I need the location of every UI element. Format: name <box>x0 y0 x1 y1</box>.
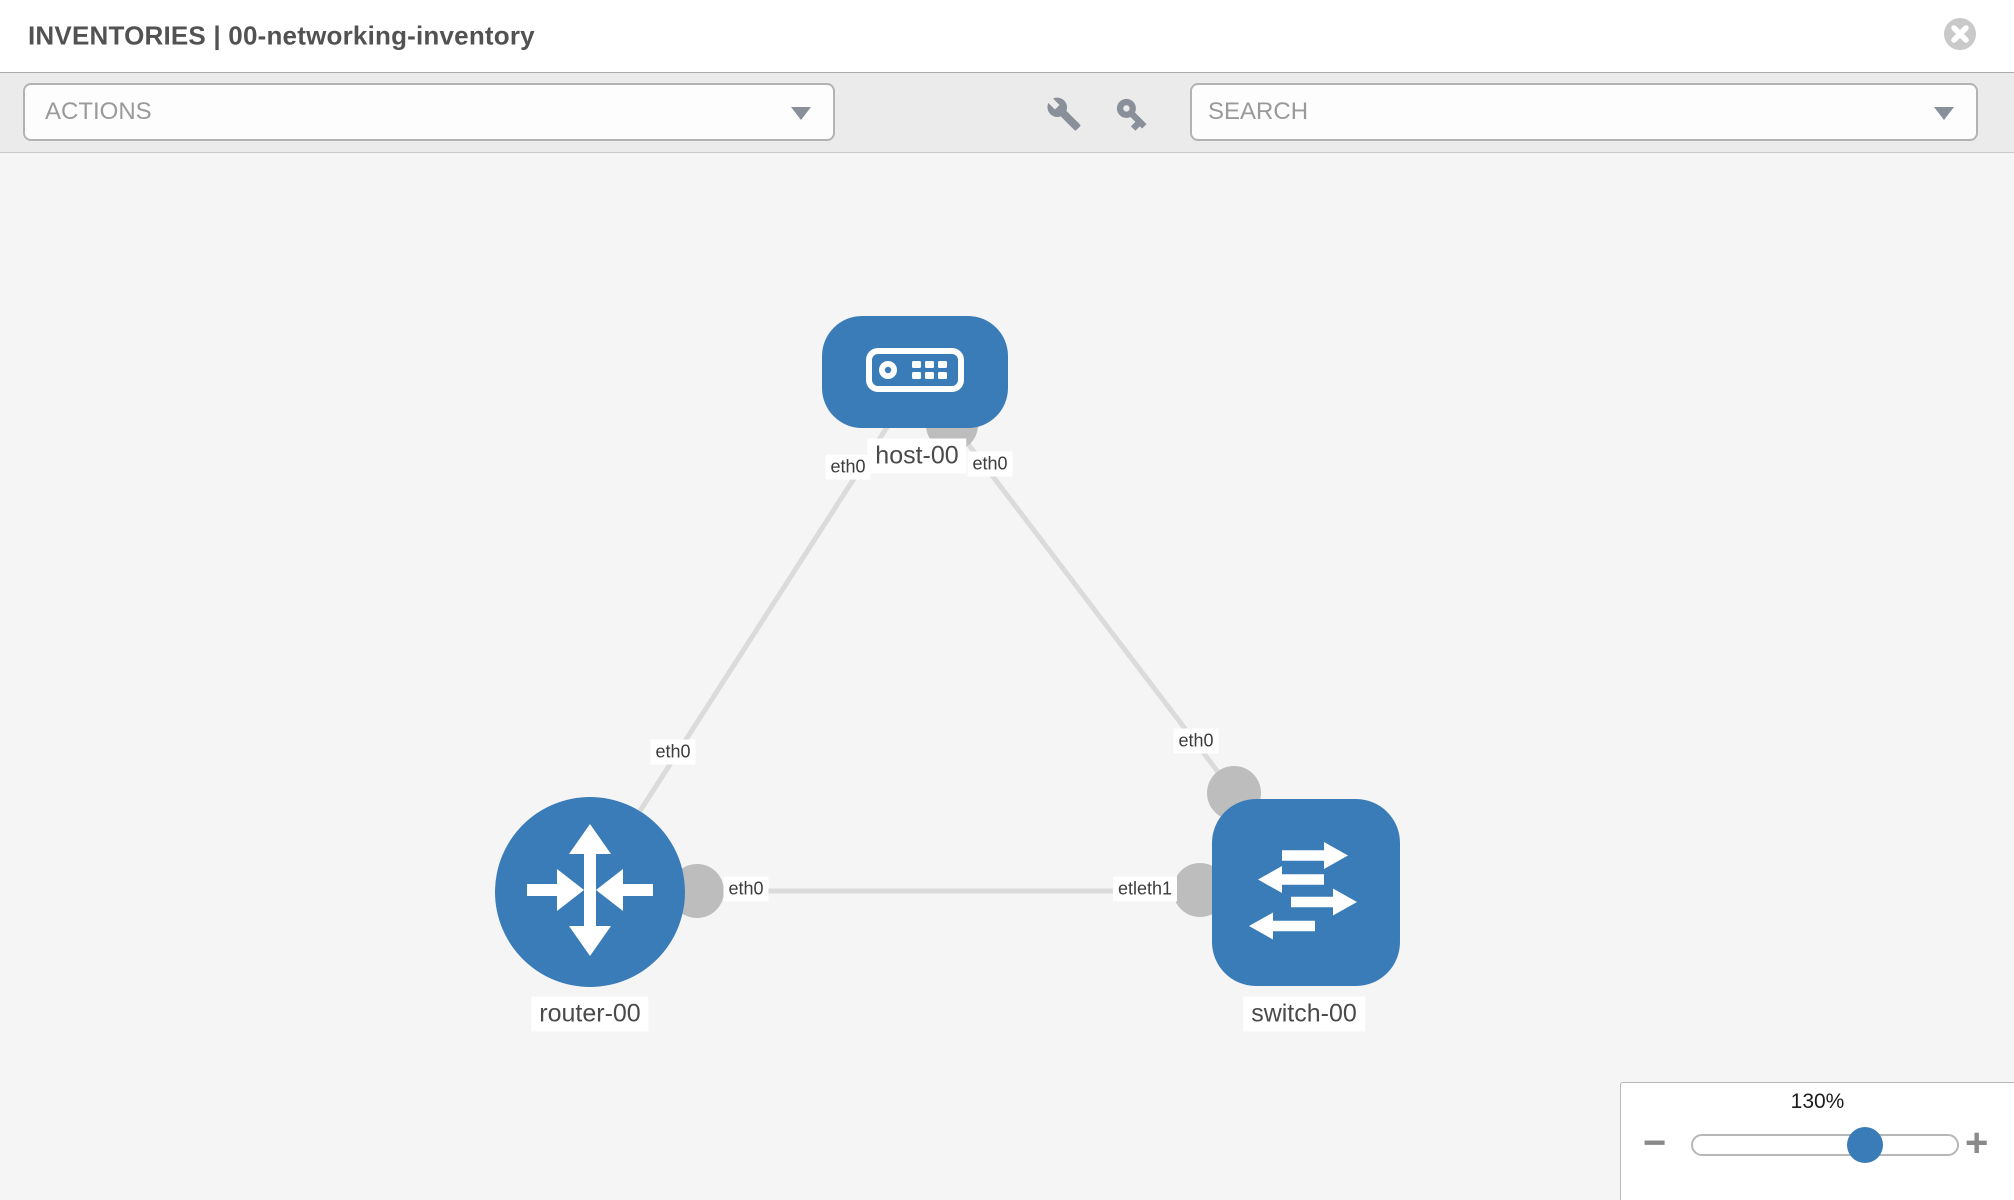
zoom-slider-track[interactable] <box>1691 1134 1959 1156</box>
switch-icon <box>1231 815 1381 970</box>
node-switch-00[interactable] <box>1212 799 1400 986</box>
key-icon <box>1113 98 1151 136</box>
node-label-switch-00: switch-00 <box>1243 996 1365 1032</box>
search-dropdown[interactable]: SEARCH <box>1190 83 1978 141</box>
iface-label-switch-left: etleth1 <box>1112 876 1178 902</box>
zoom-slider-thumb[interactable] <box>1847 1127 1883 1163</box>
wrench-button[interactable] <box>1044 95 1084 135</box>
router-icon <box>515 815 665 970</box>
node-router-00[interactable] <box>495 797 685 987</box>
iface-label-router-right: eth0 <box>723 876 769 902</box>
node-label-host-00: host-00 <box>867 438 967 474</box>
page-title: INVENTORIES | 00-networking-inventory <box>28 20 535 51</box>
topology-graph <box>637 399 1261 918</box>
host-icon <box>865 347 965 398</box>
zoom-out-button[interactable]: − <box>1643 1121 1667 1165</box>
zoom-level-label: 130% <box>1790 1090 1845 1113</box>
chevron-down-icon <box>791 107 811 120</box>
topology-canvas[interactable]: host-00 router-00 switch-00 eth0 eth0 et… <box>0 153 2014 1200</box>
search-dropdown-label: SEARCH <box>1208 98 1309 125</box>
node-label-router-00: router-00 <box>531 996 649 1032</box>
zoom-in-button[interactable]: + <box>1965 1121 1989 1165</box>
modal-header: INVENTORIES | 00-networking-inventory <box>0 0 2014 73</box>
chevron-down-icon <box>1934 107 1954 120</box>
actions-dropdown[interactable]: ACTIONS <box>23 83 835 141</box>
node-host-00[interactable] <box>822 316 1008 428</box>
zoom-panel: 130% − + <box>1620 1082 2014 1200</box>
close-button[interactable] <box>1942 16 1978 52</box>
key-button[interactable] <box>1112 95 1152 135</box>
close-icon <box>1942 18 1978 55</box>
iface-label-host-right: eth0 <box>967 451 1013 477</box>
wrench-icon <box>1046 97 1082 135</box>
actions-dropdown-label: ACTIONS <box>45 98 152 125</box>
toolbar: ACTIONS SEARCH <box>0 73 2014 153</box>
iface-label-host-router: eth0 <box>650 739 696 765</box>
iface-label-host-switch: eth0 <box>1173 728 1219 754</box>
iface-label-host-left: eth0 <box>825 454 871 480</box>
